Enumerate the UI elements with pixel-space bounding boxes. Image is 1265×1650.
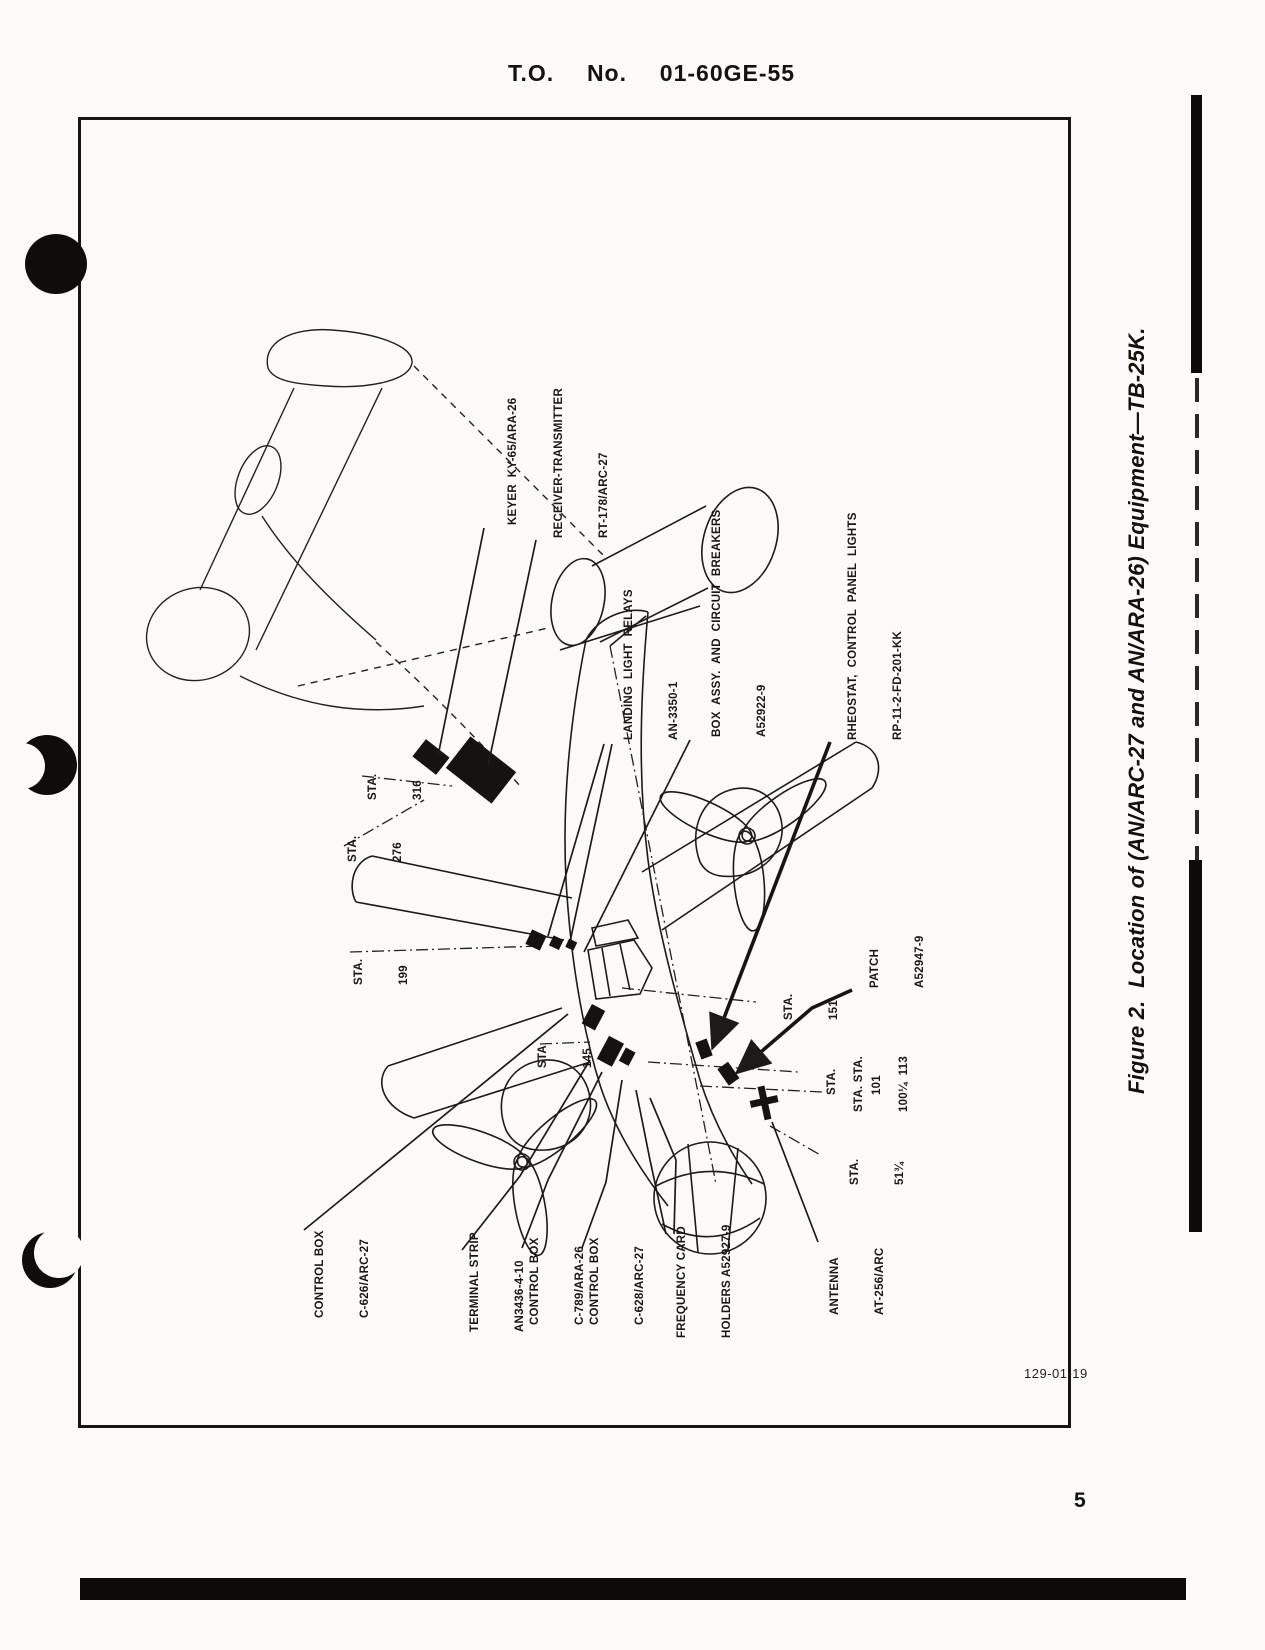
punch-hole-middle [0, 735, 77, 795]
leader-lines [303, 527, 819, 1251]
label-rheostat: RHEOSTAT, CONTROL PANEL LIGHTS RP-11-2-F… [816, 512, 936, 740]
label-sta-151-line1: STA. [783, 993, 795, 1020]
equipment-blocks [412, 736, 779, 1121]
label-freq-line1: FREQUENCY CARD [676, 1226, 688, 1338]
label-sta-199: STA. 199 [322, 959, 442, 985]
label-box-assy-line2: A52922-9 [756, 684, 768, 737]
label-sta-199-line1: STA. [353, 958, 365, 985]
label-patch-line2: A52947-9 [914, 935, 926, 988]
label-sta-145-line1: STA [537, 1045, 549, 1068]
right-edge-bar-bottom [1189, 860, 1202, 1232]
label-sta-316: STA. 316 [336, 774, 456, 800]
label-receiver-transmitter: RECEIVER-TRANSMITTER RT-178/ARC-27 [522, 388, 642, 538]
label-control-box-626: CONTROL BOX C-626/ARC-27 [283, 1230, 403, 1318]
label-sta-316-line1: STA. [367, 773, 379, 800]
label-sta-100-113-line1: STA. STA. [853, 1055, 865, 1112]
page-number: 5 [1074, 1489, 1086, 1512]
ghost-tail-view [145, 328, 607, 789]
print-code: 129-01-19 [1024, 1366, 1088, 1381]
right-edge-marks [1195, 378, 1199, 860]
label-sta-51-line2: 51¾ [894, 1161, 906, 1185]
label-rheostat-line1: RHEOSTAT, CONTROL PANEL LIGHTS [847, 512, 859, 740]
label-frequency-card: FREQUENCY CARD HOLDERS A52927-9 [645, 1224, 765, 1338]
label-sta-199-line2: 199 [398, 965, 410, 985]
label-sta-316-line2: 316 [412, 780, 424, 800]
label-antenna-line1: ANTENNA [829, 1257, 841, 1315]
punch-hole-top [25, 234, 87, 294]
bold-arrows [709, 741, 853, 1075]
label-sta-100-113-line2: 100¼ 113 [898, 1056, 910, 1112]
label-cb626-line1: CONTROL BOX [314, 1230, 326, 1318]
label-sta-51: STA. 51¾ [818, 1159, 938, 1185]
label-sta-51-line1: STA. [849, 1158, 861, 1185]
aircraft-outline [351, 486, 880, 1257]
label-cb626-line2: C-626/ARC-27 [359, 1238, 371, 1318]
label-antenna: ANTENNA AT-256/ARC [798, 1248, 918, 1315]
label-sta-151: STA. 151 [752, 994, 872, 1020]
label-freq-line2: HOLDERS A52927-9 [721, 1224, 733, 1338]
label-rheostat-line2: RP-11-2-FD-201-KK [892, 630, 904, 740]
label-sta-151-line2: 151 [828, 1000, 840, 1020]
label-cb789-line1: CONTROL BOX [529, 1237, 541, 1325]
label-cb628-line1: CONTROL BOX [589, 1237, 601, 1325]
label-box-assy: BOX ASSY. AND CIRCUIT BREAKERS A52922-9 [680, 510, 800, 737]
label-landing-line1: LANDING LIGHT RELAYS [623, 589, 635, 740]
label-sta-276: STA. 276 [316, 836, 436, 862]
punch-hole-bottom [22, 1228, 84, 1290]
label-terminal-line1: TERMINAL STRIP [469, 1232, 481, 1332]
label-sta-145: STA 145 [506, 1045, 626, 1068]
punch-hole-bottom-cut [34, 1228, 84, 1278]
label-antenna-line2: AT-256/ARC [874, 1247, 886, 1315]
label-sta-145-line2: 145 [582, 1048, 594, 1068]
label-sta-100-113: STA. STA. 100¼ 113 [822, 1056, 942, 1112]
figure-frame [78, 117, 1071, 1428]
to-number-header: T.O. No. 01-60GE-55 [508, 60, 796, 86]
label-patch-line1: PATCH [869, 948, 881, 988]
label-receiver-line2: RT-178/ARC-27 [598, 452, 610, 538]
label-patch: PATCH A52947-9 [838, 935, 958, 988]
label-receiver-line1: RECEIVER-TRANSMITTER [553, 387, 565, 538]
figure-caption: Figure 2. Location of (AN/ARC-27 and AN/… [1124, 327, 1149, 1094]
right-edge-bar-top [1191, 95, 1202, 373]
label-box-assy-line1: BOX ASSY. AND CIRCUIT BREAKERS [711, 509, 723, 737]
bottom-scan-bar [80, 1578, 1186, 1600]
label-keyer-line1: KEYER KY-65/ARA-26 [507, 397, 519, 525]
punch-hole-middle-cut [0, 743, 45, 789]
label-sta-276-line1: STA. [347, 835, 359, 862]
label-sta-276-line2: 276 [392, 842, 404, 862]
